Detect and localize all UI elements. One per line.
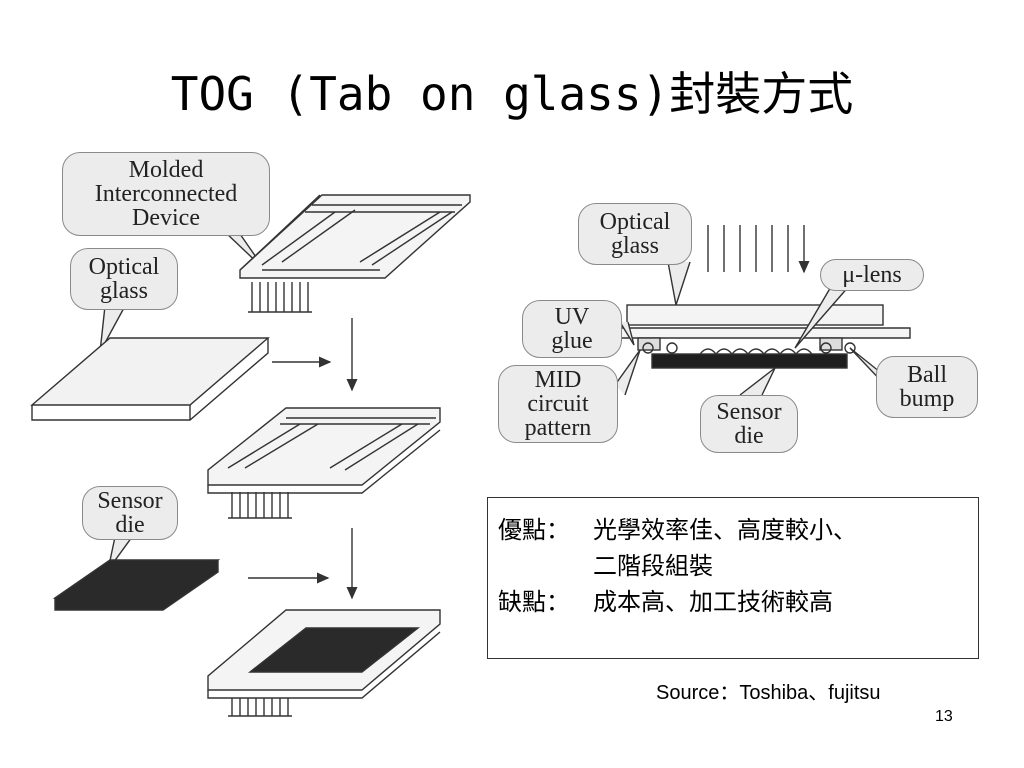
callout-mid-circuit-pattern: MID circuit pattern xyxy=(498,365,618,443)
pros-text-line1: 光學效率佳、高度較小、 xyxy=(593,516,857,544)
cons-row: 缺點： 成本高、加工技術較高 xyxy=(498,584,968,620)
mid-frame-middle xyxy=(207,407,441,519)
optical-glass-plate xyxy=(30,337,270,421)
callout-sensor-die-right-text: Sensor die xyxy=(716,399,782,449)
sensor-die-left xyxy=(52,559,221,611)
callout-optical-glass-left-text: Optical glass xyxy=(88,254,160,304)
callout-uv-glue-text: UV glue xyxy=(551,304,593,354)
callout-mid-text: Molded Interconnected Device xyxy=(94,157,238,231)
micro-lens-array xyxy=(699,348,813,356)
left-assembly-diagram xyxy=(30,194,471,717)
callout-micro-lens: μ-lens xyxy=(820,259,924,291)
callout-ball-bump-text: Ball bump xyxy=(899,362,955,412)
pros-label: 優點： xyxy=(498,516,570,544)
evaluation-box: 優點： 光學效率佳、高度較小、 二階段組裝 缺點： 成本高、加工技術較高 xyxy=(487,497,979,659)
callout-sensor-die-right: Sensor die xyxy=(700,395,798,453)
cons-label: 缺點： xyxy=(498,588,570,616)
callout-molded-interconnected-device: Molded Interconnected Device xyxy=(62,152,270,236)
callout-optical-glass-right: Optical glass xyxy=(578,203,692,265)
mid-frame-top xyxy=(239,194,471,313)
callout-micro-lens-text: μ-lens xyxy=(842,262,902,288)
callout-uv-glue: UV glue xyxy=(522,300,622,358)
page-number: 13 xyxy=(935,708,953,725)
callout-ball-bump: Ball bump xyxy=(876,356,978,418)
optical-glass-layer xyxy=(626,304,884,326)
callout-sensor-die-left-text: Sensor die xyxy=(97,488,163,538)
cons-text: 成本高、加工技術較高 xyxy=(593,588,833,616)
slide-title: TOG (Tab on glass)封裝方式 xyxy=(170,67,854,121)
sensor-die-right xyxy=(651,353,848,369)
callout-optical-glass-left: Optical glass xyxy=(70,248,178,310)
mid-frame-bottom xyxy=(207,609,441,717)
source-citation: Source：Toshiba、fujitsu xyxy=(656,682,881,704)
pros-row: 優點： 光學效率佳、高度較小、 xyxy=(498,512,968,548)
pros-text-line2: 二階段組裝 xyxy=(593,552,713,580)
callout-sensor-die-left: Sensor die xyxy=(82,486,178,540)
mid-substrate xyxy=(619,327,911,339)
callout-optical-glass-right-text: Optical glass xyxy=(599,209,671,259)
pros-row-continued: 二階段組裝 xyxy=(498,548,968,584)
callout-mid-pattern-text: MID circuit pattern xyxy=(524,367,592,441)
